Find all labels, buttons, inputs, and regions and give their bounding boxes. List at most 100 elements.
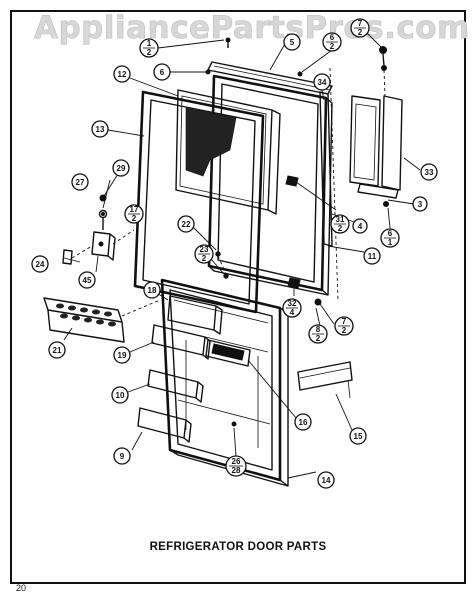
callout-label: 19 bbox=[118, 351, 127, 360]
callout-label: 29 bbox=[117, 164, 126, 173]
door-shelf-9 bbox=[137, 407, 192, 443]
callout-24: 24 bbox=[31, 255, 49, 273]
outer-door-panel bbox=[207, 74, 333, 296]
callout-45: 45 bbox=[78, 271, 96, 289]
page-number: 20 bbox=[16, 583, 27, 593]
callout-label: 5 bbox=[290, 38, 295, 47]
callout-label: 15 bbox=[354, 432, 363, 441]
callout-label: 9 bbox=[120, 452, 125, 461]
callout-29: 29 bbox=[112, 159, 130, 177]
callout-label: 2 bbox=[132, 214, 137, 223]
handle-hardware bbox=[62, 194, 135, 265]
callout-label: 2 bbox=[330, 42, 335, 51]
callout-34: 34 bbox=[313, 73, 331, 91]
callout-label: 8 bbox=[316, 325, 321, 334]
callout-15: 15 bbox=[349, 427, 367, 445]
leader-lines bbox=[63, 31, 421, 479]
callout-6-2-top: 6 2 bbox=[322, 32, 342, 52]
callout-label: 21 bbox=[53, 346, 62, 355]
callout-16: 16 bbox=[294, 413, 312, 431]
watermark: AppliancePartsPros.com bbox=[34, 10, 470, 47]
callout-23-2: 23 2 bbox=[194, 244, 214, 264]
callout-label: 1 bbox=[388, 238, 393, 247]
callout-label: 4 bbox=[290, 308, 295, 317]
callout-label: 14 bbox=[322, 476, 331, 485]
callout-label: 12 bbox=[118, 70, 127, 79]
callout-label: 28 bbox=[232, 466, 241, 475]
lower-door-liner bbox=[160, 278, 289, 487]
callout-31-2: 31 2 bbox=[330, 214, 350, 234]
callout-13: 13 bbox=[91, 120, 109, 138]
callout-label: 18 bbox=[148, 286, 157, 295]
callout-5: 5 bbox=[283, 33, 301, 51]
callout-27: 27 bbox=[71, 173, 89, 191]
callout-label: 3 bbox=[418, 200, 423, 209]
hinge-rail bbox=[349, 95, 403, 199]
callout-label: 32 bbox=[288, 299, 297, 308]
callout-label: 2 bbox=[342, 326, 347, 335]
callout-label: 2 bbox=[147, 48, 152, 57]
center-fasteners bbox=[215, 175, 301, 289]
callout-label: 16 bbox=[299, 418, 308, 427]
callout-7-2: 7 2 bbox=[334, 316, 354, 336]
callout-11: 11 bbox=[363, 247, 381, 265]
callout-10: 10 bbox=[111, 386, 129, 404]
callout-label: 27 bbox=[76, 178, 85, 187]
callout-21: 21 bbox=[48, 341, 66, 359]
callout-label: 24 bbox=[36, 260, 45, 269]
door-shelf-10 bbox=[147, 369, 204, 403]
door-shelf-19 bbox=[151, 324, 211, 360]
callout-label: 2 bbox=[358, 28, 363, 37]
callout-12: 12 bbox=[113, 65, 131, 83]
callout-4: 4 bbox=[352, 218, 368, 234]
callout-label: 6 bbox=[388, 229, 393, 238]
callout-label: 26 bbox=[232, 457, 241, 466]
callout-label: 17 bbox=[130, 205, 139, 214]
callout-label: 2 bbox=[316, 334, 321, 343]
callout-label: 31 bbox=[336, 215, 345, 224]
callout-label: 45 bbox=[83, 276, 92, 285]
callout-22: 22 bbox=[177, 215, 195, 233]
callout-14: 14 bbox=[317, 471, 335, 489]
callout-1-2: 1 2 bbox=[139, 38, 159, 58]
callout-9: 9 bbox=[113, 447, 131, 465]
callout-label: 7 bbox=[342, 317, 347, 326]
callout-label: 1 bbox=[147, 39, 152, 48]
dairy-door bbox=[205, 339, 251, 367]
callout-label: 6 bbox=[160, 68, 165, 77]
callout-32-4: 32 4 bbox=[282, 298, 302, 318]
callout-7-2-top: 7 2 bbox=[350, 18, 370, 38]
butter-compartment bbox=[167, 295, 223, 335]
breaker-frame bbox=[175, 89, 281, 215]
top-screws bbox=[205, 37, 303, 77]
callout-label: 6 bbox=[330, 33, 335, 42]
callout-26-28: 26 28 bbox=[225, 455, 247, 477]
callout-6-1: 6 1 bbox=[380, 228, 400, 248]
callout-label: 34 bbox=[318, 78, 327, 87]
callout-label: 23 bbox=[200, 245, 209, 254]
callout-label: 7 bbox=[358, 19, 363, 28]
callout-label: 22 bbox=[182, 220, 191, 229]
diagram-frame bbox=[10, 10, 466, 584]
callout-label: 33 bbox=[425, 168, 434, 177]
callout-8-2: 8 2 bbox=[308, 324, 328, 344]
callout-6: 6 bbox=[153, 63, 171, 81]
callout-33: 33 bbox=[420, 163, 438, 181]
diagram-caption: REFRIGERATOR DOOR PARTS bbox=[149, 541, 327, 553]
right-fasteners bbox=[231, 201, 389, 427]
door-rail-15 bbox=[297, 361, 353, 399]
callout-label: 2 bbox=[338, 224, 343, 233]
callout-3: 3 bbox=[412, 196, 428, 212]
callout-17-2: 17 2 bbox=[124, 204, 144, 224]
callout-label: 11 bbox=[368, 252, 377, 261]
callout-19: 19 bbox=[113, 346, 131, 364]
callout-label: 2 bbox=[202, 254, 207, 263]
side-strip bbox=[319, 67, 339, 301]
egg-tray bbox=[43, 297, 161, 343]
callout-label: 4 bbox=[358, 222, 363, 231]
callout-label: 10 bbox=[116, 391, 125, 400]
callout-18: 18 bbox=[143, 281, 161, 299]
top-hinge-pin bbox=[379, 46, 387, 97]
callout-label: 13 bbox=[96, 125, 105, 134]
